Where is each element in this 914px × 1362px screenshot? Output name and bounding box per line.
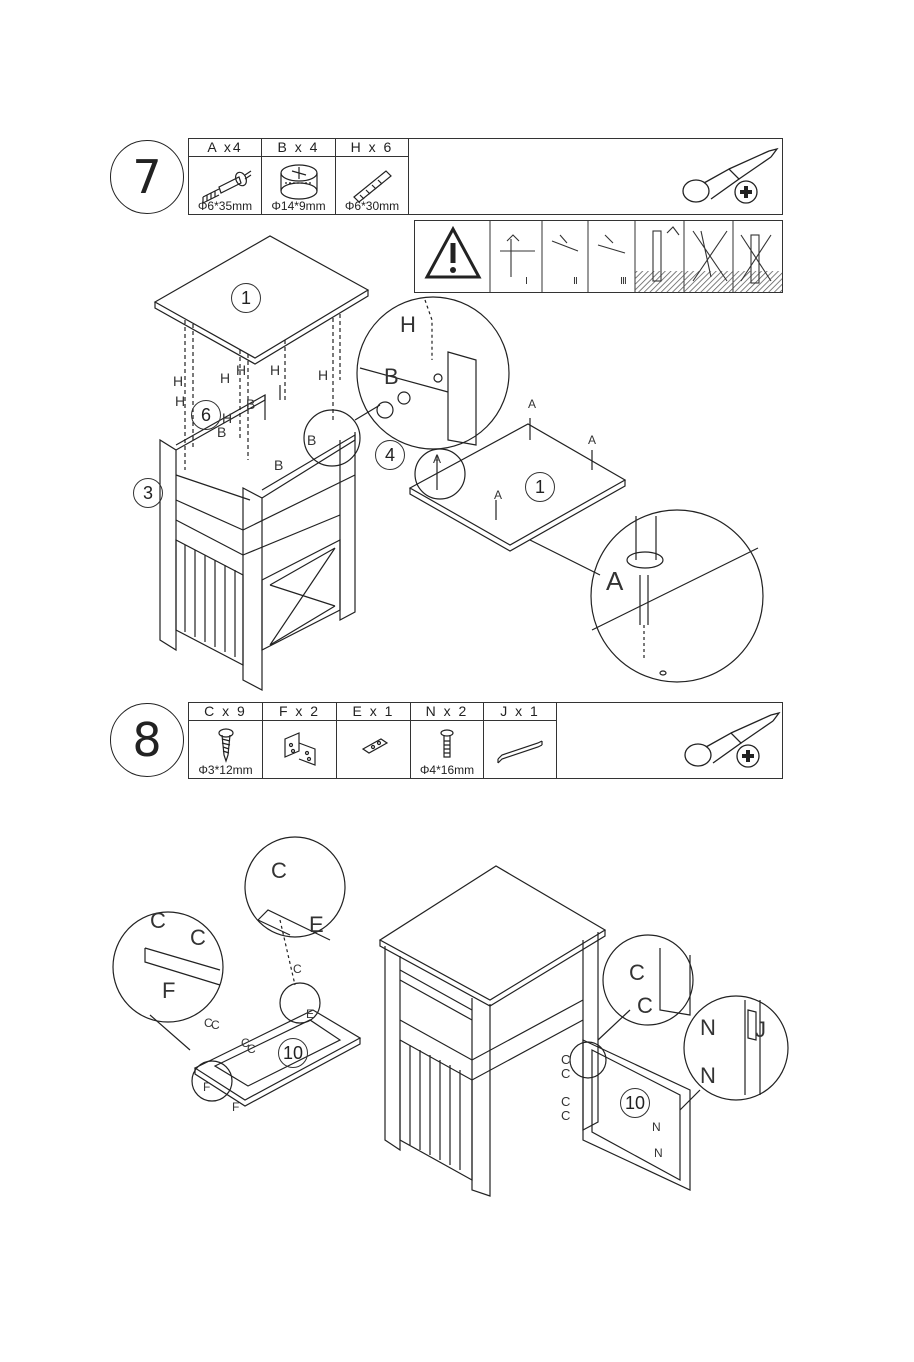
label-F-b: F [232, 1100, 239, 1114]
zoom-label-C-3: C [190, 925, 206, 951]
label-F-a: F [203, 1080, 210, 1094]
zoom-label-C-2: C [150, 908, 166, 934]
label-C-c: C [211, 1018, 220, 1032]
panel-10-label-b: 10 [620, 1088, 650, 1118]
zoom-label-F: F [162, 978, 175, 1004]
zoom-label-C-4: C [629, 960, 645, 986]
label-N-b: N [654, 1146, 663, 1160]
label-C-i: C [561, 1108, 570, 1123]
label-E-a: E [306, 1007, 314, 1021]
zoom-label-N-2: N [700, 1063, 716, 1089]
label-N-a: N [652, 1120, 661, 1134]
panel-10-label-a: 10 [278, 1038, 308, 1068]
label-C-g: C [561, 1066, 570, 1081]
zoom-label-N-1: N [700, 1015, 716, 1041]
zoom-label-J: J [755, 1017, 766, 1043]
label-C-a: C [293, 962, 302, 976]
label-C-h: C [561, 1094, 570, 1109]
zoom-label-E: E [309, 912, 324, 938]
zoom-label-C-1: C [271, 858, 287, 884]
zoom-label-C-5: C [637, 993, 653, 1019]
label-C-e: C [247, 1042, 256, 1056]
label-C-f: C [561, 1052, 570, 1067]
